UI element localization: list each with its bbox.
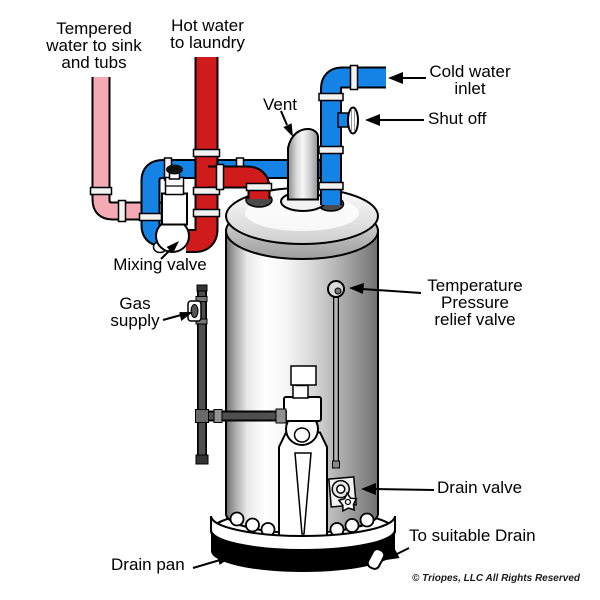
burner-access-panel bbox=[278, 431, 328, 543]
arrow-shut-off bbox=[365, 114, 424, 126]
label-line: to laundry bbox=[170, 33, 245, 52]
arrow-to-drain bbox=[386, 547, 410, 560]
label-gas-supply: Gas supply bbox=[101, 295, 169, 329]
label-line: Vent bbox=[262, 95, 298, 114]
arrow-tpr-valve bbox=[349, 283, 422, 294]
tpr-valve bbox=[327, 280, 345, 469]
label-tempered-water: Tempered water to sink and tubs bbox=[18, 20, 170, 71]
label-hot-water-laundry: Hot water to laundry bbox=[150, 17, 265, 51]
label-line: Cold water bbox=[429, 62, 511, 81]
gas-shutoff-valve bbox=[187, 296, 208, 325]
label-line: and tubs bbox=[61, 53, 127, 72]
label-line: Pressure bbox=[440, 293, 510, 312]
label-to-suitable-drain: To suitable Drain bbox=[409, 527, 536, 544]
label-line: Temperature bbox=[427, 276, 523, 295]
label-tpr-valve: Temperature Pressure relief valve bbox=[415, 277, 535, 328]
label-line: water to sink bbox=[46, 36, 142, 55]
label-mixing-valve: Mixing valve bbox=[110, 256, 210, 273]
cold-water-inlet-pipe bbox=[318, 64, 386, 205]
gas-supply-pipe bbox=[187, 284, 287, 465]
tempered-water-pipe bbox=[89, 77, 168, 223]
label-line: relief valve bbox=[434, 310, 516, 329]
drain-outlet-stub bbox=[366, 548, 386, 570]
label-cold-water-inlet: Cold water inlet bbox=[420, 63, 520, 97]
label-line: Hot water bbox=[171, 16, 244, 35]
label-line: To suitable Drain bbox=[409, 526, 536, 545]
label-drain-pan: Drain pan bbox=[111, 556, 185, 573]
arrow-mixing-valve bbox=[160, 241, 179, 260]
label-line: Drain pan bbox=[111, 555, 185, 574]
shut-off-valve bbox=[337, 106, 359, 135]
label-line: Tempered bbox=[56, 19, 132, 38]
mixing-valve-cap bbox=[166, 164, 183, 175]
hot-water-pipe bbox=[186, 57, 273, 253]
combustion-air-holes bbox=[229, 511, 375, 537]
drain-pan bbox=[210, 515, 396, 572]
label-line: Drain valve bbox=[437, 478, 523, 497]
label-shut-off: Shut off bbox=[428, 110, 486, 127]
arrow-drain-pan bbox=[192, 556, 231, 569]
arrow-drain-valve bbox=[361, 483, 435, 495]
drain-valve bbox=[328, 476, 358, 513]
label-line: Mixing valve bbox=[113, 255, 207, 274]
arrow-gas-supply bbox=[162, 312, 193, 321]
label-drain-valve: Drain valve bbox=[437, 479, 522, 496]
gas-control-valve bbox=[283, 365, 322, 446]
label-line: Gas bbox=[119, 294, 151, 313]
label-line: supply bbox=[110, 311, 160, 330]
label-line: Shut off bbox=[428, 109, 487, 128]
label-vent: Vent bbox=[258, 96, 302, 113]
label-line: inlet bbox=[454, 79, 486, 98]
copyright-notice: © Triopes, LLC All Rights Reserved bbox=[412, 573, 580, 584]
arrow-cold-inlet bbox=[388, 72, 426, 84]
arrow-vent bbox=[280, 110, 293, 137]
vent-pipe bbox=[287, 127, 319, 201]
